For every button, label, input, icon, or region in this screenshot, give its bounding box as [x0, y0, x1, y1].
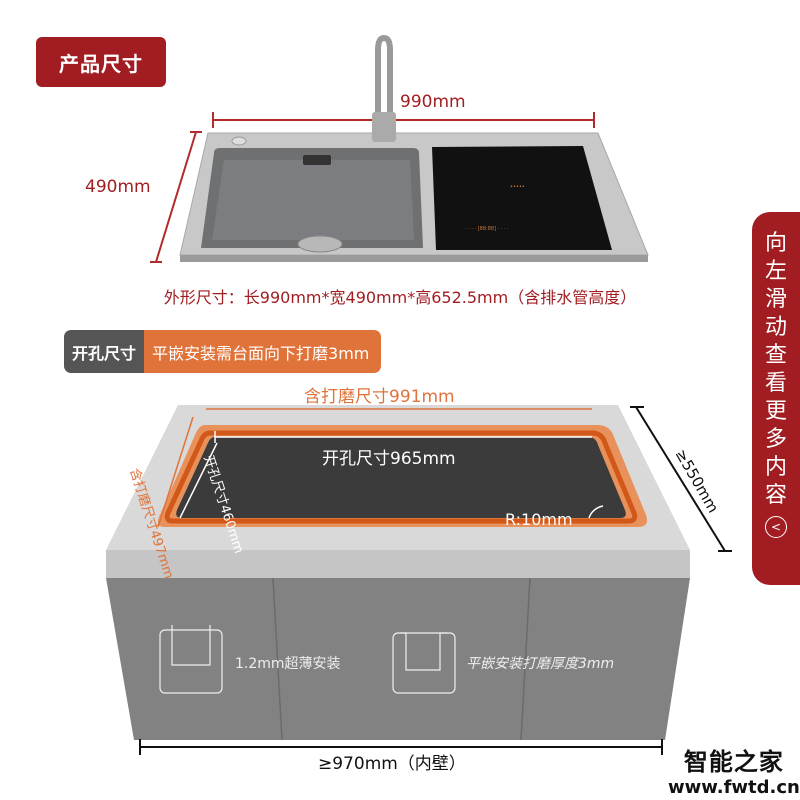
tab-char: 左 — [764, 259, 787, 284]
section-title-badge: 产品尺寸 — [36, 37, 166, 87]
watermark-name: 智能之家 — [683, 748, 784, 776]
watermark: 智能之家 www.fwtd.cn — [668, 742, 800, 798]
flush-install-icon — [392, 632, 456, 694]
outer-dimensions-summary: 外形尺寸：长990mm*宽490mm*高652.5mm（含排水管高度） — [163, 288, 637, 307]
section-title: 产品尺寸 — [59, 51, 143, 76]
tab-char: 看 — [764, 371, 787, 396]
inner-width-label: ≥970mm（内壁） — [318, 754, 466, 774]
ground-width-label: 含打磨尺寸991mm — [304, 387, 455, 407]
brand-logo: ••••• — [510, 184, 525, 190]
tab-char: 向 — [764, 231, 787, 256]
tab-char: 内 — [764, 455, 787, 480]
cutout-diagram: 含打磨尺寸991mm 开孔尺寸965mm R:10mm 含打磨尺寸497mm 开… — [106, 387, 732, 774]
product-illustration: ••••• · · · · [88:88] · · · · 990mm 490m… — [85, 34, 649, 263]
cutout-label: 开孔尺寸 — [64, 330, 145, 373]
feature-thin-install: 1.2mm超薄安装 — [235, 656, 341, 672]
hole-width-label: 开孔尺寸965mm — [322, 449, 456, 469]
cutout-note: 平嵌安装需台面向下打磨3mm — [144, 330, 382, 373]
tab-char: 多 — [764, 427, 787, 452]
watermark-url: www.fwtd.cn — [668, 777, 800, 798]
feature-flush-install: 平嵌安装打磨厚度3mm — [466, 656, 614, 672]
width-dimension-label: 990mm — [400, 92, 466, 112]
radius-label: R:10mm — [505, 510, 573, 529]
tab-char: 滑 — [764, 287, 787, 312]
tab-char: 动 — [764, 315, 787, 340]
tab-char: 查 — [764, 343, 787, 368]
svg-text:· · · · [88:88] · · ·: · · · · [88:88] · · · · — [465, 226, 509, 232]
depth-dimension-label: 490mm — [85, 177, 151, 197]
thin-install-icon — [159, 625, 223, 694]
tab-char: 更 — [764, 399, 787, 424]
cutout-info-bar: 开孔尺寸 平嵌安装需台面向下打磨3mm — [64, 330, 382, 373]
swipe-more-tab[interactable]: 向 左 滑 动 查 看 更 多 内 容 < — [752, 212, 800, 585]
tab-char: 容 — [764, 483, 787, 508]
chevron-left-icon[interactable]: < — [765, 516, 787, 538]
